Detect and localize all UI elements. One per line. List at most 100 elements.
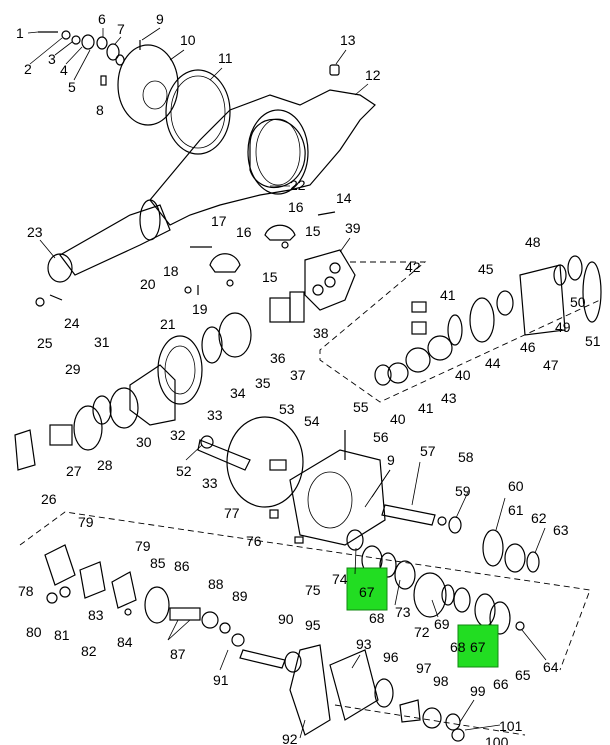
callout-68-upper: 68 — [369, 610, 385, 626]
cover-plate-inner — [142, 80, 168, 110]
callout-95: 95 — [305, 617, 321, 633]
callout-15b: 15 — [262, 269, 278, 285]
callout-50: 50 — [570, 294, 586, 310]
callout-60: 60 — [508, 478, 524, 494]
callout-21: 21 — [160, 316, 176, 332]
callout-30: 30 — [136, 434, 152, 450]
callout-81: 81 — [54, 627, 70, 643]
callout-48: 48 — [525, 234, 541, 250]
callout-61: 61 — [508, 502, 524, 518]
callout-49: 49 — [555, 319, 571, 335]
callout-99: 99 — [470, 683, 486, 699]
callout-31: 31 — [94, 334, 110, 350]
callout-77: 77 — [224, 505, 240, 521]
callout-58: 58 — [458, 449, 474, 465]
callout-98: 98 — [433, 673, 449, 689]
cover-gasket — [165, 69, 231, 155]
callout-29: 29 — [65, 361, 81, 377]
callout-93: 93 — [356, 636, 372, 652]
callout-13: 13 — [340, 32, 356, 48]
leader-lines — [27, 27, 547, 739]
callout-67-lower: 67 — [470, 639, 486, 655]
differential-case — [269, 249, 356, 323]
callout-63: 63 — [553, 522, 569, 538]
callout-24: 24 — [64, 315, 80, 331]
callout-25: 25 — [37, 335, 53, 351]
callout-83: 83 — [88, 607, 104, 623]
callout-16b: 16 — [236, 224, 252, 240]
callout-62: 62 — [531, 510, 547, 526]
callout-44: 44 — [485, 355, 501, 371]
callout-37: 37 — [290, 367, 306, 383]
callout-64: 64 — [543, 659, 559, 675]
callout-27: 27 — [66, 463, 82, 479]
bearing-cap-hardware — [35, 211, 336, 307]
callout-28: 28 — [97, 457, 113, 473]
lower-left-parts — [44, 544, 302, 673]
callout-59: 59 — [455, 483, 471, 499]
callout-39: 39 — [345, 220, 361, 236]
callout-53: 53 — [279, 401, 295, 417]
callout-84: 84 — [117, 634, 133, 650]
callout-97: 97 — [416, 660, 432, 676]
callout-79b: 79 — [135, 538, 151, 554]
callout-26: 26 — [41, 491, 57, 507]
callout-8: 8 — [96, 102, 104, 118]
callout-20: 20 — [140, 276, 156, 292]
callout-33a: 33 — [207, 407, 223, 423]
callout-89: 89 — [232, 588, 248, 604]
callout-43: 43 — [441, 390, 457, 406]
callout-40b: 40 — [390, 411, 406, 427]
callout-41b: 41 — [418, 400, 434, 416]
callout-17: 17 — [211, 213, 227, 229]
callout-67-upper: 67 — [359, 584, 375, 600]
callout-14: 14 — [336, 190, 352, 206]
callout-69: 69 — [434, 616, 450, 632]
highlight-box-67-upper — [346, 567, 388, 611]
housing-opening-inner — [255, 118, 301, 186]
callout-32: 32 — [170, 427, 186, 443]
axle-spindle-tube — [59, 204, 171, 276]
callout-66: 66 — [493, 676, 509, 692]
callout-82: 82 — [81, 643, 97, 659]
upper-group-boundary — [319, 261, 601, 403]
cover-plate — [117, 44, 179, 126]
callout-85: 85 — [150, 555, 166, 571]
callout-56: 56 — [373, 429, 389, 445]
callout-7: 7 — [117, 21, 125, 37]
lower-group-boundary — [19, 511, 591, 671]
callout-52: 52 — [176, 463, 192, 479]
callout-92: 92 — [282, 731, 298, 745]
callout-1: 1 — [16, 25, 24, 41]
callout-45: 45 — [478, 261, 494, 277]
callout-78: 78 — [18, 583, 34, 599]
callout-9: 9 — [156, 11, 164, 27]
callout-36: 36 — [270, 350, 286, 366]
housing-opening-ring — [247, 109, 309, 195]
callout-100: 100 — [485, 734, 509, 745]
axle-hub-flange — [47, 253, 73, 283]
highlight-box-67-lower — [457, 624, 499, 668]
callout-74: 74 — [332, 571, 348, 587]
callout-68-lower: 68 — [450, 639, 466, 655]
callout-76: 76 — [246, 533, 262, 549]
callout-88: 88 — [208, 576, 224, 592]
callout-5: 5 — [68, 79, 76, 95]
callout-labels: 1 2 3 4 5 6 7 8 9 10 11 12 13 14 15 15 1… — [16, 11, 601, 745]
callout-51: 51 — [585, 333, 601, 349]
callout-46: 46 — [520, 339, 536, 355]
callout-73: 73 — [395, 604, 411, 620]
callout-11: 11 — [218, 50, 233, 66]
callout-72: 72 — [414, 624, 430, 640]
callout-10: 10 — [180, 32, 196, 48]
callout-35: 35 — [255, 375, 271, 391]
callout-34: 34 — [230, 385, 246, 401]
callout-57: 57 — [420, 443, 436, 459]
callout-91: 91 — [213, 672, 229, 688]
callout-96: 96 — [383, 649, 399, 665]
pinion-assembly-left — [14, 312, 252, 471]
callout-87: 87 — [170, 646, 186, 662]
callout-23: 23 — [27, 224, 43, 240]
